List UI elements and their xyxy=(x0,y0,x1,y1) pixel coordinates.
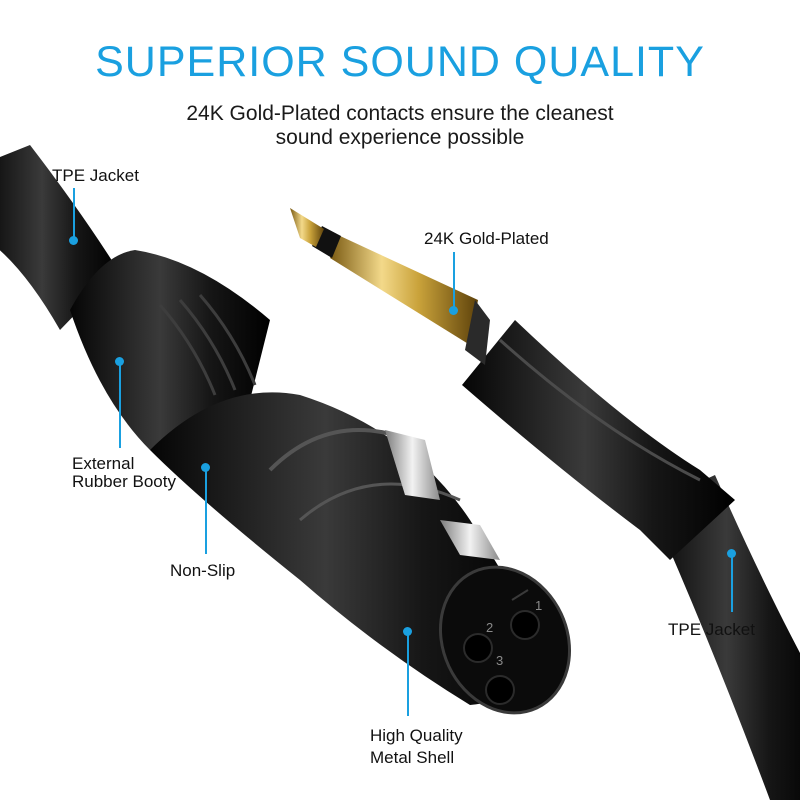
callout-gold-plated: 24K Gold-Plated xyxy=(424,229,549,248)
pin-number-1: 1 xyxy=(535,598,542,613)
pin-number-2: 2 xyxy=(486,620,493,635)
callout-dot xyxy=(69,236,78,245)
callout-dot xyxy=(727,549,736,558)
pin-number-3: 3 xyxy=(496,653,503,668)
callout-line xyxy=(205,468,207,554)
callout-metal-shell-line2: Metal Shell xyxy=(370,748,455,767)
callout-line xyxy=(73,188,75,240)
callout-line xyxy=(119,362,121,448)
callout-metal-shell-line1: High Quality xyxy=(370,726,463,745)
callout-external-line1: External xyxy=(72,454,135,473)
callout-line xyxy=(731,554,733,612)
quarter-inch-jack-icon xyxy=(290,208,490,365)
callout-line xyxy=(407,632,409,716)
callout-non-slip: Non-Slip xyxy=(170,561,236,580)
headline: SUPERIOR SOUND QUALITY xyxy=(95,38,705,86)
callout-dot xyxy=(449,306,458,315)
jack-handle xyxy=(462,320,735,560)
callout-dot xyxy=(403,627,412,636)
xlr-female-connector-icon xyxy=(150,392,572,715)
callout-tpe-jacket-left: TPE Jacket xyxy=(52,166,139,185)
subtitle-line-2: sound experience possible xyxy=(275,126,525,149)
callout-dot xyxy=(201,463,210,472)
callout-line xyxy=(453,252,455,310)
callout-tpe-jacket-right: TPE Jacket xyxy=(668,620,755,639)
right-cable xyxy=(650,475,800,800)
subtitle-line-1: 24K Gold-Plated contacts ensure the clea… xyxy=(186,102,614,125)
callout-dot xyxy=(115,357,124,366)
callout-external-line2: Rubber Booty xyxy=(72,472,176,491)
